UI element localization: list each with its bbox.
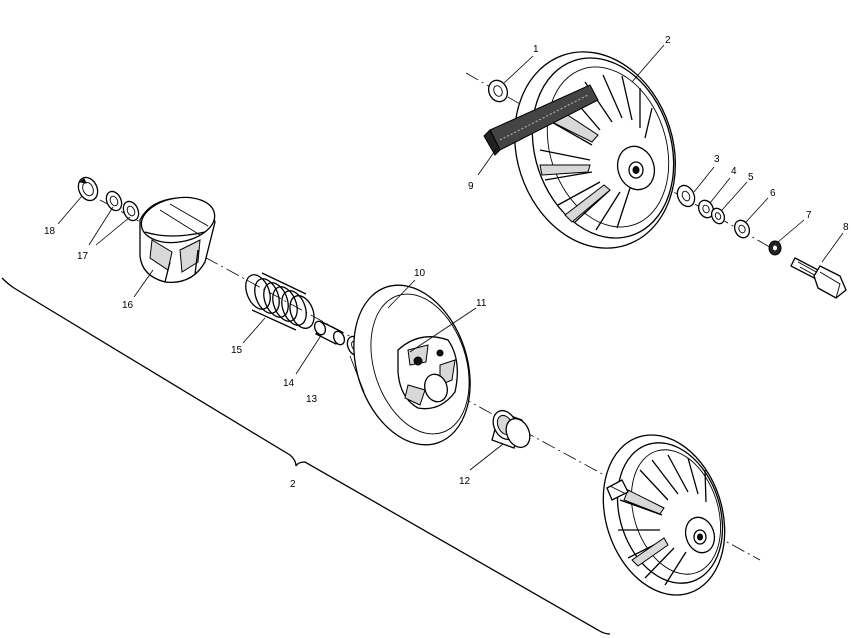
label-part-2: 2: [665, 35, 671, 46]
label-part-11: 11: [476, 298, 487, 309]
part-17-washers: [105, 190, 140, 222]
label-part-16: 16: [122, 300, 134, 311]
lower-fixed-sheave: [602, 434, 726, 596]
part-4-washer: [697, 199, 715, 219]
label-part-3: 3: [714, 154, 720, 165]
label-part-1: 1: [533, 44, 539, 55]
part-8-bolt: [790, 257, 847, 299]
label-assembly: 2: [290, 479, 296, 490]
part-5-washer: [710, 207, 726, 225]
label-part-17: 17: [77, 251, 89, 262]
part-15-spring: [245, 272, 315, 331]
label-part-15: 15: [231, 345, 243, 356]
part-3-washer: [676, 184, 696, 208]
part-18-snap-ring: [77, 176, 99, 202]
label-part-10: 10: [414, 268, 426, 279]
label-part-12: 12: [459, 476, 471, 487]
leader-lines: [57, 44, 844, 471]
part-12-bearing: [491, 409, 531, 449]
part-1-washer: [487, 79, 509, 103]
label-part-5: 5: [748, 172, 754, 183]
label-part-8: 8: [843, 222, 849, 233]
assembly-bracket: [1, 277, 611, 635]
part-7-lock-washer: [768, 240, 782, 256]
part-6-washer: [733, 219, 751, 239]
part-14-bushing: [313, 320, 346, 346]
label-part-6: 6: [770, 188, 776, 199]
label-part-9: 9: [468, 181, 474, 192]
label-part-4: 4: [731, 166, 737, 177]
label-part-14: 14: [283, 378, 295, 389]
label-part-18: 18: [44, 226, 56, 237]
label-part-7: 7: [806, 210, 812, 221]
part-11-movable-sheave: [353, 284, 471, 446]
label-part-13: 13: [306, 394, 318, 405]
part-16-cam: [139, 196, 216, 283]
